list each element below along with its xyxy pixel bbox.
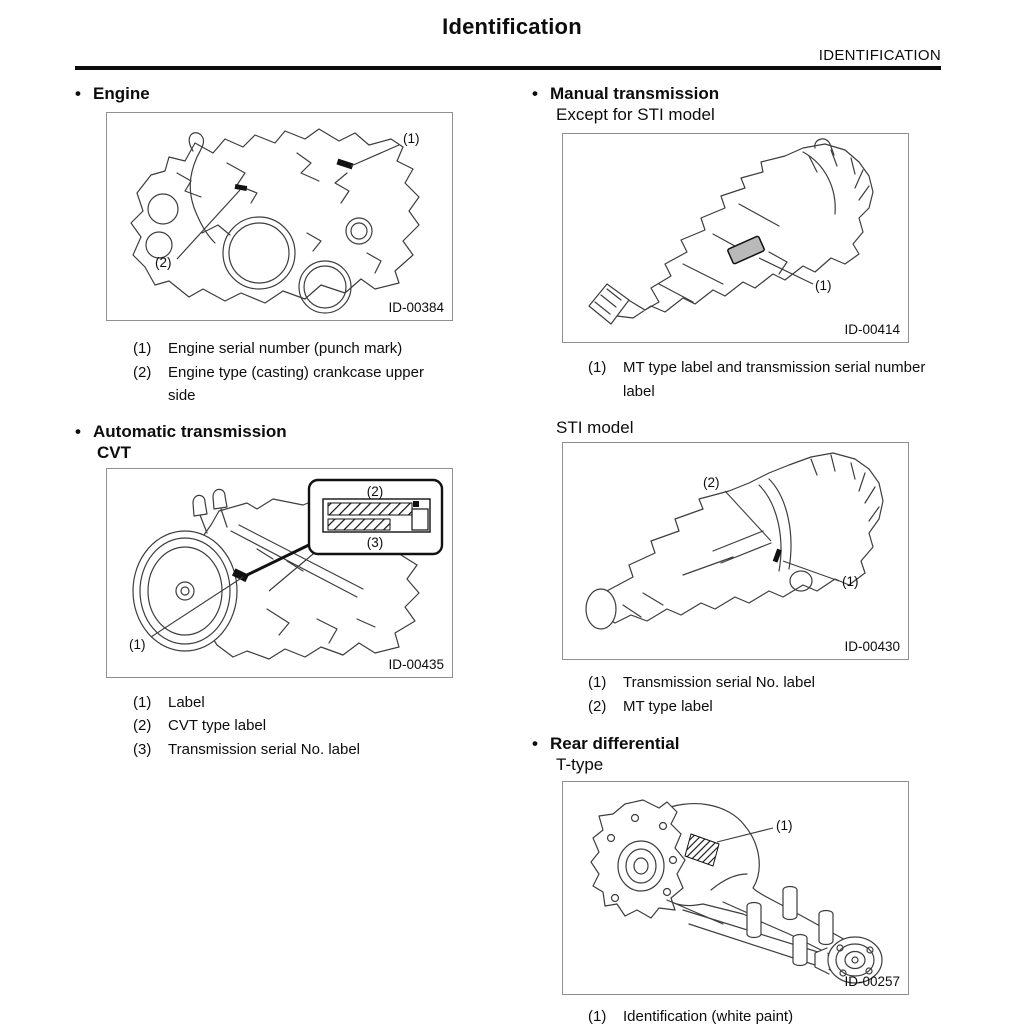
figure-id-label: ID-00384 (388, 300, 444, 315)
rear-diff-subheading: T-type (556, 755, 604, 774)
legend-item: (1) Label (133, 693, 205, 711)
legend-item: (1) MT type label and transmission seria… (588, 359, 926, 400)
figure-id-label: ID-00257 (844, 974, 900, 989)
figure-sti: (2) (1) ID-00430 (562, 442, 909, 660)
content-columns: • Engine (75, 82, 941, 1029)
legend-item: (1) Engine serial number (punch mark) (133, 340, 403, 357)
bullet-icon: • (532, 734, 538, 753)
bullet-icon: • (75, 84, 81, 103)
manual-subheading: Except for STI model (556, 105, 715, 124)
legend-item: (2) MT type label (588, 697, 713, 715)
serial-bar (327, 518, 391, 530)
leader-line-1 (150, 576, 244, 637)
leader-line-2 (176, 189, 241, 260)
running-header: IDENTIFICATION (818, 47, 941, 64)
inset-leader-thick (246, 541, 314, 576)
rear-diff-illustration (590, 799, 883, 984)
callout-1: (1) (129, 636, 146, 652)
figure-id-label: ID-00430 (844, 639, 900, 654)
sti-illustration (585, 452, 884, 630)
section-heading-automatic: • Automatic transmission (75, 422, 455, 442)
callout-1: (1) (403, 131, 420, 146)
callout-3: (3) (366, 534, 384, 550)
serial-number-punch-mark (336, 158, 354, 170)
engine-type-mark (234, 183, 248, 191)
callout-1: (1) (815, 278, 832, 293)
callout-1: (1) (842, 574, 859, 589)
callout-2: (2) (366, 483, 384, 499)
automatic-heading-label: Automatic transmission (93, 421, 287, 441)
rear-diff-legend: (1) Identification (white paint) (588, 1005, 941, 1029)
bullet-icon: • (532, 84, 538, 103)
serial-label-mark (772, 548, 782, 563)
label-inset (307, 478, 444, 555)
engine-illustration (130, 128, 420, 314)
legend-item: (3) Transmission serial No. label (133, 740, 361, 758)
engine-heading-label: Engine (93, 84, 150, 103)
automatic-subheading: CVT (97, 442, 131, 462)
legend-item: (1) Transmission serial No. label (588, 674, 816, 691)
bullet-icon: • (75, 421, 81, 441)
legend-item: (2) Engine type (casting) crankcase uppe… (133, 363, 424, 405)
sti-legend: (1) Transmission serial No. label (2) MT… (588, 671, 941, 718)
leader-line-1 (758, 257, 814, 285)
cvt-illustration (132, 478, 444, 660)
engine-legend: (1) Engine serial number (punch mark) (2… (133, 337, 455, 408)
legend-item: (2) CVT type label (133, 717, 267, 734)
manual-heading-label: Manual transmission (550, 84, 720, 103)
figure-rear-diff: (1) ID-00257 (562, 781, 909, 995)
callout-1: (1) (776, 818, 793, 833)
left-column: • Engine (75, 82, 455, 1029)
right-column: • Manual transmission Except for STI mod… (532, 82, 941, 1029)
header-rule (75, 66, 941, 70)
inset-leader-thin (268, 548, 320, 591)
figure-cvt: (2) (3) (1) ID-00435 (106, 467, 453, 678)
white-paint-mark (684, 833, 720, 867)
leader-line-1 (350, 144, 400, 167)
page-title: Identification (442, 14, 582, 39)
mt-type-label (727, 235, 765, 265)
figure-id-label: ID-00435 (388, 656, 444, 672)
figure-engine: (1) (2) ID-00384 (106, 112, 453, 321)
mt-illustration (588, 138, 874, 325)
mt-legend: (1) MT type label and transmission seria… (588, 356, 941, 403)
section-heading-rear-diff: • Rear differential (532, 734, 941, 754)
callout-2: (2) (155, 255, 172, 270)
figure-mt: (1) ID-00414 (562, 133, 909, 343)
leader-line-1 (716, 827, 774, 843)
callout-2: (2) (703, 475, 720, 490)
sti-subheading: STI model (556, 418, 634, 437)
section-heading-manual: • Manual transmission (532, 84, 941, 104)
legend-item: (1) Identification (white paint) (588, 1008, 794, 1025)
cvt-label-mark (231, 567, 249, 582)
leader-line-2 (724, 490, 772, 542)
figure-id-label: ID-00414 (844, 322, 900, 337)
rear-diff-heading-label: Rear differential (550, 734, 680, 753)
leader-line-1 (782, 560, 840, 582)
section-heading-engine: • Engine (75, 84, 455, 104)
cvt-legend: (1) Label (2) CVT type label (3) Transmi… (133, 691, 455, 762)
dipstick (188, 132, 216, 244)
cvt-type-bar (327, 502, 413, 515)
